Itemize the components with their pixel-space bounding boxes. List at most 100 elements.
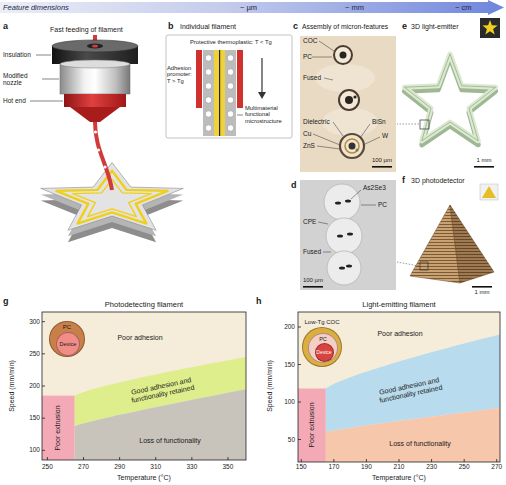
leader-line: [333, 122, 343, 136]
printer-nozzle: [52, 40, 138, 52]
tick-mark: [42, 353, 45, 354]
scale-mark: ~ cm: [455, 3, 471, 11]
axis-tick: 150: [284, 361, 295, 368]
leader-line: [318, 190, 376, 252]
micrograph-fused-fibers: [347, 233, 353, 236]
panel-letter: a: [3, 22, 8, 32]
filament-cross-section: [205, 69, 211, 75]
leader-line: [351, 190, 361, 199]
layer-name: Device: [316, 350, 331, 356]
filament-cross-section: [227, 125, 233, 131]
printed-star-emitter: [482, 20, 497, 35]
micrograph-fused-fibers: [337, 235, 343, 238]
printed-star: [41, 163, 184, 231]
leader-line: [318, 222, 328, 224]
filament-cross-section: [205, 97, 211, 103]
micrograph-fused-fibers: [339, 267, 345, 270]
filament-cross-section: [227, 111, 233, 117]
layer-name: PC: [63, 324, 71, 331]
tick-mark: [298, 439, 301, 440]
plot-frame: [42, 312, 246, 460]
leader-line: [324, 78, 333, 80]
region-label: Poor extrusion: [308, 402, 316, 447]
layer-name: Low-Tg COC: [304, 319, 339, 326]
axis-tick: 210: [394, 463, 405, 470]
filament-cross-section: [237, 115, 243, 116]
leader-line: [312, 57, 332, 58]
axis-tick: 150: [296, 463, 307, 470]
filament-cross-section: [166, 35, 292, 138]
scale-mark: ~ mm: [345, 3, 364, 11]
printed-pyramid: [450, 205, 494, 283]
tick-mark: [119, 457, 120, 460]
filament-ring: Low-Tg COCPCDevice: [302, 327, 342, 367]
axis-title: Temperature (°C): [372, 474, 426, 482]
part-label: Modified nozzle: [3, 72, 39, 86]
printed-star: [56, 171, 167, 224]
material-label: W: [382, 132, 388, 139]
panel-title: Assembly of micron-features: [302, 23, 388, 30]
material-label: Fused: [303, 248, 321, 255]
axis-tick: 250: [459, 463, 470, 470]
axis-title: Temperature (°C): [117, 474, 171, 482]
chart-title: Light-emitting filament: [362, 301, 435, 309]
tick-mark: [227, 457, 228, 460]
filament-cross-section: [258, 92, 266, 99]
axis-tick: 350: [223, 463, 234, 470]
material-label: Dielectric: [303, 118, 330, 125]
micrograph-fused-fibers: [340, 52, 347, 59]
scale-bar-label: 100 µm: [303, 277, 323, 284]
filament-cross-section: [205, 125, 211, 131]
tick-mark: [298, 364, 301, 365]
axis-tick: 190: [361, 463, 372, 470]
tick-mark: [366, 459, 367, 462]
micrograph-fused-fibers: [345, 96, 353, 104]
printed-pyramid: [420, 262, 428, 270]
material-label: ZnS: [303, 142, 315, 149]
axis-tick: 270: [78, 463, 89, 470]
panel-title: 3D photodetector: [411, 177, 465, 185]
leader-line: [317, 146, 340, 149]
leader-line: [323, 252, 331, 253]
filament-strand: [103, 165, 106, 168]
printer-nozzle: [87, 44, 103, 49]
micrograph-fused-fibers: [353, 95, 356, 98]
leader-line: [361, 205, 376, 206]
axis-tick: 330: [186, 463, 197, 470]
axis-tick: 270: [491, 463, 502, 470]
device-core: Device: [56, 332, 80, 356]
printed-star-emitter: [404, 54, 495, 141]
material-label: COC: [303, 37, 317, 44]
panel-letter: b: [168, 22, 174, 32]
panel-letter: g: [3, 297, 9, 307]
tick-mark: [42, 418, 45, 419]
filament-ring: PCDevice: [49, 321, 85, 357]
printed-pyramid: [397, 262, 419, 266]
region-loss-functionality: [74, 389, 246, 460]
part-label: Insulation: [3, 51, 31, 58]
material-label: PC: [378, 201, 387, 208]
filament-strand: [97, 148, 100, 151]
micrograph-fused-fibers: [300, 180, 396, 290]
leader-line: [42, 79, 59, 80]
micrograph-fused-fibers: [327, 251, 361, 285]
leader-line: [30, 55, 63, 101]
filament-cross-section: [214, 50, 225, 136]
printed-star: [41, 163, 184, 243]
axis-tick: 50: [288, 436, 295, 443]
panel-letter: c: [293, 22, 298, 32]
part-label: Protective thermoplastic: T < Tg: [190, 39, 272, 45]
leader-line: [30, 101, 63, 102]
leader-line: [319, 41, 334, 51]
axis-tick: 170: [328, 463, 339, 470]
region-poor-extrusion: [42, 396, 74, 460]
filament-strand: [94, 122, 112, 190]
filament-cross-section: [205, 111, 211, 117]
filament-ring: PCDevice: [308, 333, 338, 363]
printed-pyramid: [397, 184, 498, 288]
filament-strand: [95, 122, 112, 190]
tick-mark: [431, 459, 432, 462]
tick-mark: [298, 327, 301, 328]
axis-tick: 310: [150, 463, 161, 470]
